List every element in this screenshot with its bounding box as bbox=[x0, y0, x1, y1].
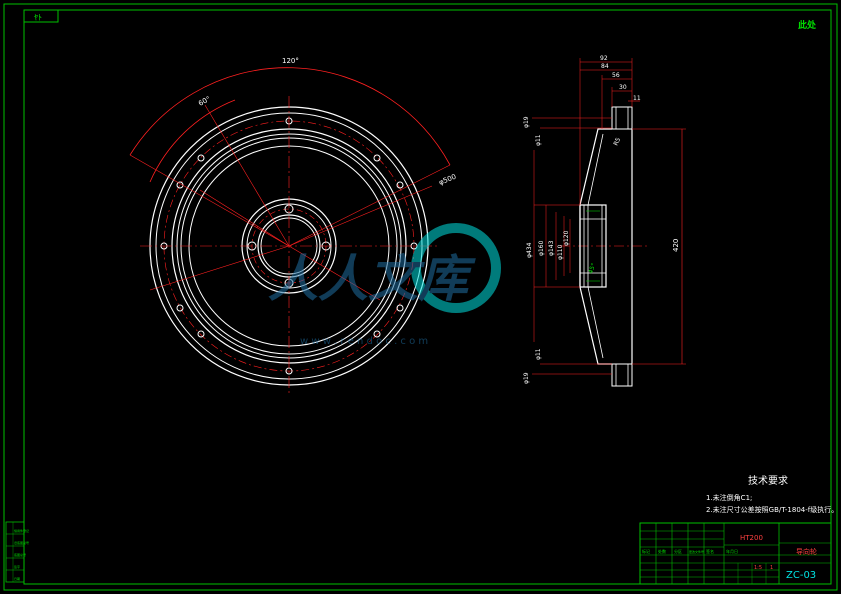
material-label: HT200 bbox=[740, 534, 763, 542]
scale-value: 1:5 bbox=[754, 565, 762, 571]
sign-label-5: 签名 bbox=[706, 548, 714, 554]
strip-label-4: 签字 bbox=[14, 564, 20, 569]
side-top-dims: 92 84 56 30 11 bbox=[579, 55, 641, 205]
dim-phi110: φ110 bbox=[557, 244, 564, 260]
angle-inner-label: 60° bbox=[197, 95, 212, 108]
diameter-label: φ500 bbox=[438, 173, 458, 187]
angle-outer-label: 120° bbox=[282, 57, 299, 65]
dim-11: 11 bbox=[633, 95, 641, 102]
strip-label-5: 日期 bbox=[14, 576, 20, 581]
dim-56: 56 bbox=[612, 72, 620, 79]
tech-title: 技术要求 bbox=[748, 474, 788, 487]
dim-phi434: φ434 bbox=[526, 242, 533, 258]
side-view: 92 84 56 30 11 φ19 φ11 φ434 φ160 φ143 φ1… bbox=[523, 55, 686, 387]
side-left-dims: φ19 φ11 φ434 φ160 φ143 φ110 φ120 φ11 φ19 bbox=[523, 116, 612, 384]
sign-label-3: 分区 bbox=[674, 548, 682, 554]
dim-84: 84 bbox=[601, 63, 609, 70]
angle-45-label: 45° bbox=[587, 262, 597, 274]
dim-phi11-bottom: φ11 bbox=[535, 348, 542, 360]
dim-420: 420 bbox=[672, 239, 680, 252]
corner-tag-box bbox=[23, 9, 59, 23]
drawing-number: ZC-03 bbox=[786, 570, 816, 581]
dim-phi143: φ143 bbox=[548, 240, 555, 256]
tech-requirements: 技术要求 1.未注倒角C1; 2.未注尺寸公差按照GB/T-1804-f级执行。 bbox=[706, 474, 838, 514]
corner-mark: 此处 bbox=[798, 19, 817, 31]
sign-label-6: 年月日 bbox=[726, 548, 738, 554]
front-view: 120° 60° φ500 bbox=[129, 57, 458, 395]
side-strip: 借用件登记 旧底图总号 底图总号 签字 日期 bbox=[5, 521, 29, 583]
radius-label: R5 bbox=[612, 136, 622, 146]
sign-label-4: 更改文件号 bbox=[689, 549, 704, 554]
dim-92: 92 bbox=[600, 55, 608, 62]
sign-label-1: 标记 bbox=[642, 548, 650, 554]
dim-phi19-bottom: φ19 bbox=[523, 372, 530, 384]
dim-phi160: φ160 bbox=[538, 240, 545, 256]
watermark: 人人文库 w w w . r e n d o c . c o m bbox=[268, 223, 501, 347]
sheet-count: 1 bbox=[770, 565, 773, 571]
watermark-url: w w w . r e n d o c . c o m bbox=[300, 336, 428, 347]
watermark-text: 人人文库 bbox=[268, 250, 476, 308]
strip-label-3: 底图总号 bbox=[14, 552, 26, 557]
dim-phi120: φ120 bbox=[563, 230, 570, 246]
title-block: HT200 导向轮 ZC-03 1:5 1 标记 处数 分区 更改文件号 签名 … bbox=[639, 522, 832, 585]
dim-phi19-top: φ19 bbox=[523, 116, 530, 128]
part-name: 导向轮 bbox=[796, 547, 817, 556]
sign-label-2: 处数 bbox=[658, 548, 666, 554]
inner-frame bbox=[23, 9, 832, 585]
dim-phi11-top: φ11 bbox=[535, 134, 542, 146]
strip-label-1: 借用件登记 bbox=[14, 528, 29, 533]
strip-label-2: 旧底图总号 bbox=[14, 540, 29, 545]
outer-frame bbox=[3, 3, 838, 591]
corner-tag: ﾔﾄ bbox=[34, 13, 42, 22]
tech-item-2: 2.未注尺寸公差按照GB/T-1804-f级执行。 bbox=[706, 505, 838, 514]
dim-30: 30 bbox=[619, 84, 627, 91]
tech-item-1: 1.未注倒角C1; bbox=[706, 493, 752, 502]
